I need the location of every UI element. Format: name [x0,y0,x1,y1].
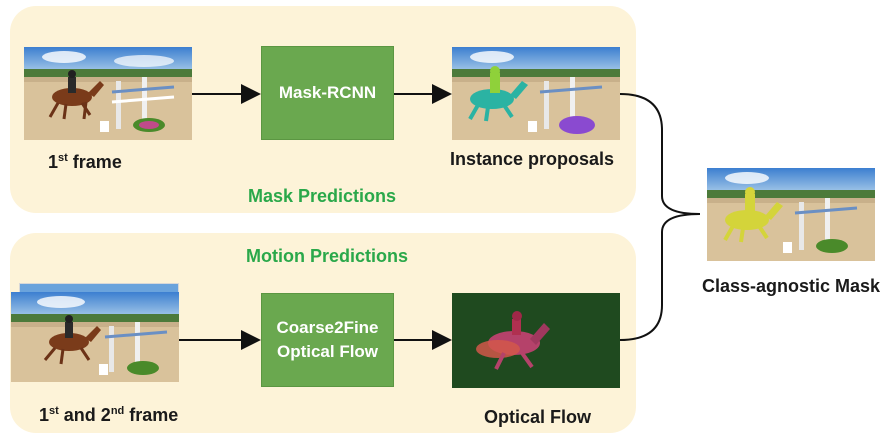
first-and-second-frame-label: 1st and 2nd frame [39,405,179,425]
mask-rcnn-box: Mask-RCNN [261,46,394,140]
motion-predictions-title: Motion Predictions [246,246,408,266]
mask-rcnn-label: Mask-RCNN [278,83,377,102]
coarse2fine-optical-flow-box: Coarse2Fine Optical Flow [261,293,394,387]
instance-proposals-label: Instance proposals [450,149,615,169]
coarse2fine-label-line1: Coarse2Fine [276,318,379,337]
merge-connector [619,93,701,341]
optical-flow-label: Optical Flow [484,407,592,427]
class-agnostic-mask-label: Class-agnostic Mask [702,276,881,296]
class-agnostic-mask-image [707,168,875,261]
coarse2fine-label-line2: Optical Flow [276,342,379,361]
first-frame-image [24,47,192,140]
first-frame-label: 1st frame [48,152,122,172]
optical-flow-image [452,293,620,388]
first-frame-stack-image [11,292,179,382]
mask-predictions-title: Mask Predictions [248,186,397,206]
instance-proposals-image [452,47,620,140]
